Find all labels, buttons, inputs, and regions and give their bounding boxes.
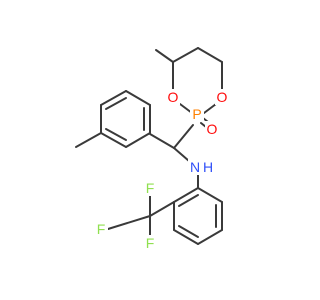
atom-label-fluorine-top: F bbox=[146, 180, 155, 196]
atom-label-background bbox=[143, 180, 157, 196]
atom-label-ring-oxygen-right: O bbox=[217, 89, 228, 105]
bond-c4-c5 bbox=[172, 47, 199, 63]
bond-tolyl-5-inner bbox=[105, 128, 127, 141]
bond-aryl-6 bbox=[173, 187, 199, 203]
bond-tolyl-3 bbox=[100, 90, 127, 106]
atom-label-background bbox=[190, 106, 204, 122]
atom-label-fluorine-bottom: F bbox=[146, 235, 155, 251]
atom-label-amine-hydrogen: H bbox=[203, 159, 213, 175]
bond-aryl-3 bbox=[197, 229, 223, 245]
atom-label-phosphoryl-oxygen: O bbox=[207, 121, 218, 137]
bond-aryl-4 bbox=[173, 229, 199, 245]
atom-label-nitrogen: N bbox=[190, 159, 200, 175]
atom-label-fluorine-left: F bbox=[97, 221, 106, 237]
bond-c4-methyl bbox=[155, 49, 174, 63]
bond-aryl-6-inner bbox=[178, 194, 199, 207]
atom-label-background bbox=[166, 89, 180, 105]
atom-label-ring-oxygen-left: O bbox=[168, 89, 179, 105]
atom-label-background bbox=[94, 221, 108, 237]
atom-label-background bbox=[188, 159, 202, 175]
atom-label-background bbox=[205, 121, 219, 137]
bond-tolyl-6 bbox=[125, 132, 151, 148]
bond-ch-n bbox=[173, 147, 190, 162]
bond-tolyl-2 bbox=[125, 90, 151, 106]
bond-tolyl-methyl bbox=[75, 132, 102, 148]
bond-c5-c6 bbox=[197, 47, 223, 63]
atom-label-background bbox=[143, 235, 157, 251]
atom-label-phosphorus: P bbox=[192, 106, 201, 122]
bond-layer bbox=[75, 47, 223, 245]
bond-c-f-mid bbox=[107, 215, 151, 230]
atom-label-background bbox=[201, 159, 215, 175]
bond-aryl-4-inner bbox=[178, 225, 199, 238]
bond-aryl-1 bbox=[197, 187, 223, 203]
bond-ch-tolyl bbox=[149, 133, 175, 149]
bond-tolyl-3-inner bbox=[105, 97, 127, 110]
bond-aryl-cf3 bbox=[149, 201, 175, 217]
bond-tolyl-5 bbox=[100, 132, 127, 148]
bond-o1-p bbox=[203, 103, 217, 114]
bond-p-ch bbox=[173, 124, 194, 149]
atom-label-background bbox=[215, 89, 229, 105]
